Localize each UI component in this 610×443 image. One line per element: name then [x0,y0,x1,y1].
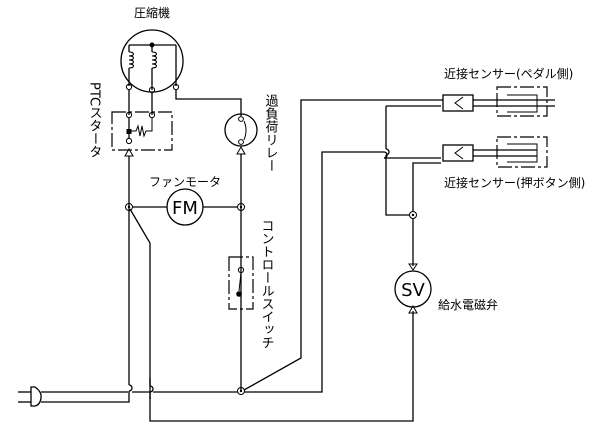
solenoid-valve-label: 給水電磁弁 [438,297,498,312]
overload-relay [224,113,258,155]
control-switch [228,256,254,310]
proximity-sensor-button [442,136,548,168]
proximity-sensor-pedal [442,86,555,117]
fan-motor-label: ファンモータ [149,175,221,189]
ptc-starter-label: PTCスタータ [87,82,102,159]
resistor-icon [131,118,153,138]
compressor-label: 圧縮機 [134,5,170,20]
coil-icon [151,45,157,90]
compressor-housing [120,29,184,93]
overload-relay-label: 過負荷リレー [263,94,279,172]
fan-motor-symbol: FM [172,198,198,219]
solenoid-valve [394,263,432,314]
control-switch-label: コントロールスイッチ [259,219,274,349]
sensor-button-label: 近接センサー(押ボタン側) [444,175,585,190]
solenoid-valve-symbol: SV [401,280,425,301]
sensor-pedal-label: 近接センサー(ペダル側) [444,66,573,81]
coil-icon [128,45,134,86]
power-plug-icon [18,386,42,407]
fan-motor [166,188,204,226]
ptc-starter [111,90,173,157]
compressor [120,29,184,94]
